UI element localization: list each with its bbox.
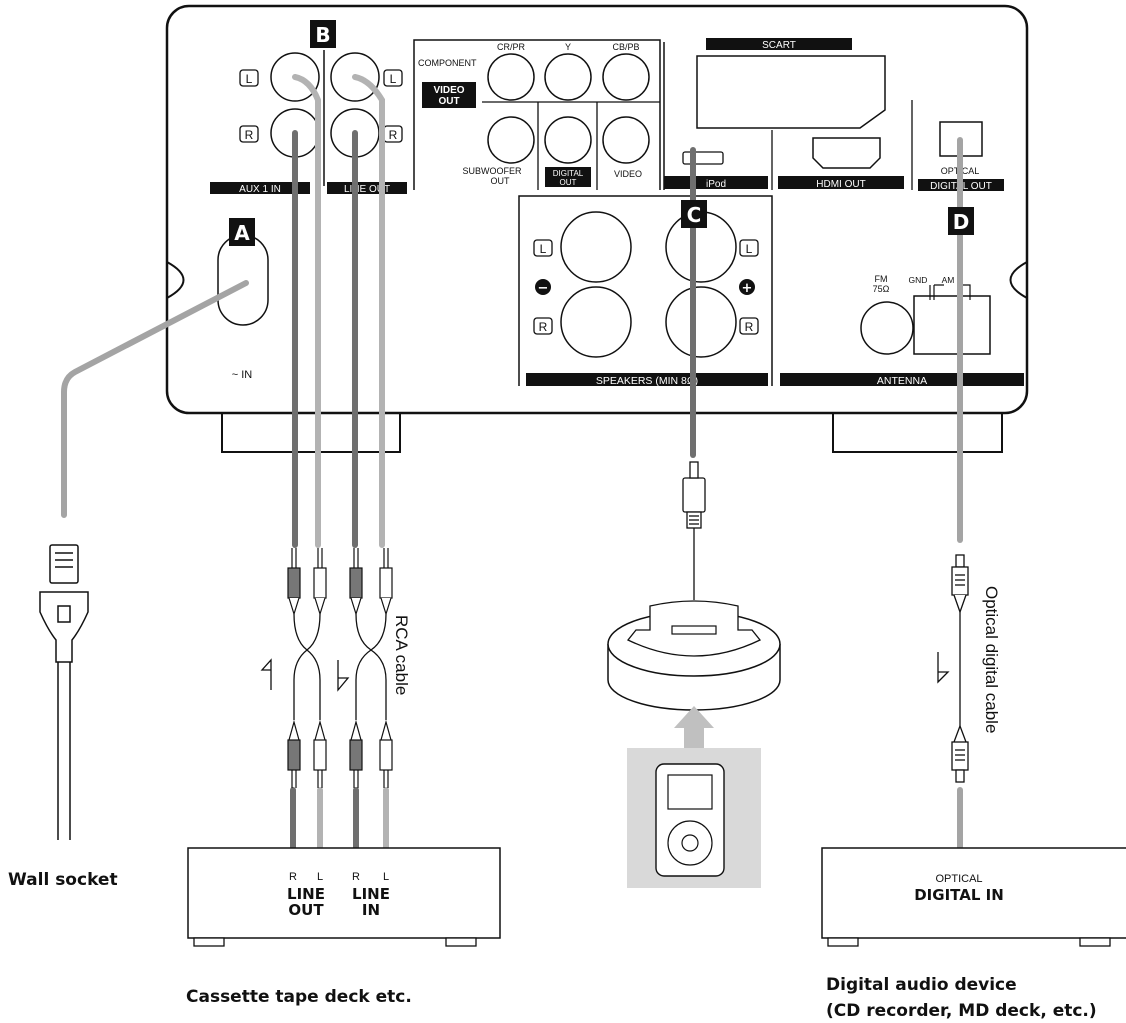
spk-R-left-badge: R [539, 320, 548, 334]
speaker-minus-R [560, 286, 632, 358]
aux-R-badge: R [245, 128, 254, 142]
video-section: COMPONENT CR/PR Y CB/PB VIDEO OUT SUBWOO… [413, 39, 661, 190]
arrow-up-icon [260, 658, 272, 690]
insert-arrow-icon [674, 706, 714, 748]
badge-B: B [315, 23, 330, 47]
aux-L-badge: L [246, 72, 253, 86]
lineout-R-badge: R [389, 128, 398, 142]
optical-cable-label: Optical digital cable [982, 586, 1001, 733]
ac-inlet [217, 234, 269, 326]
deck-line-in-2: IN [362, 901, 380, 919]
digital-out-label-1: DIGITAL [553, 169, 584, 178]
spk-L-left-badge: L [540, 242, 547, 256]
deck-line-out-1: LINE [287, 885, 325, 903]
digital-audio-device: OPTICAL DIGITAL IN [821, 847, 1126, 947]
deck-L-in: L [383, 871, 389, 883]
deck-L-out: L [317, 871, 323, 883]
cb-pb-jack [602, 53, 650, 101]
line-out-label: LINE OUT [344, 184, 390, 195]
badge-C: C [687, 203, 702, 227]
y-label: Y [565, 42, 571, 52]
digital-out-jack [544, 116, 592, 164]
cb-pb-label: CB/PB [612, 42, 639, 52]
digital-device-caption-1: Digital audio device [826, 975, 1017, 995]
ipod-dock [607, 461, 781, 888]
fm-ohm-label: 75Ω [873, 284, 890, 294]
subwoofer-label-1: SUBWOOFER [462, 166, 522, 176]
fm-label: FM [875, 274, 888, 284]
deck-R-in: R [352, 871, 360, 883]
ipod-port [682, 151, 724, 165]
aux1-in-label: AUX 1 IN [239, 184, 281, 195]
deck-line-out-2: OUT [288, 901, 324, 919]
video-label: VIDEO [614, 169, 642, 179]
subwoofer-jack [487, 116, 535, 164]
dig-in-label: DIGITAL IN [914, 886, 1004, 904]
rca-cable-label: RCA cable [392, 615, 411, 695]
aux-L-cable [292, 74, 321, 548]
hdmi-out-label: HDMI OUT [816, 179, 865, 190]
scart-connector [696, 55, 886, 129]
deck-R-out: R [289, 871, 297, 883]
am-label: AM [942, 275, 955, 285]
badge-A: A [234, 221, 250, 245]
power-cable [61, 280, 249, 518]
plus-icon: + [742, 281, 753, 296]
lineout-L-cable [352, 74, 385, 548]
speakers-section: L R L R − + SPEAKERS (MIN 8Ω) [518, 195, 773, 387]
video-out-label-2: OUT [438, 96, 459, 107]
speakers-label: SPEAKERS (MIN 8Ω) [596, 375, 698, 387]
scart-label: SCART [762, 40, 796, 51]
dig-optical-label: OPTICAL [935, 873, 982, 885]
ipod-label: iPod [706, 179, 726, 190]
digital-device-caption-2: (CD recorder, MD deck, etc.) [826, 1001, 1097, 1021]
y-jack [544, 53, 592, 101]
fm-jack [860, 301, 914, 355]
gnd-label: GND [909, 275, 928, 285]
video-jack [602, 116, 650, 164]
rca-cable-drawing: RCA cable [260, 548, 411, 788]
antenna-label: ANTENNA [877, 375, 927, 387]
badge-D: D [953, 210, 970, 234]
ac-in-label: ~ IN [232, 369, 253, 381]
digital-out-label-2: OUT [560, 178, 577, 187]
arrow-down-icon [337, 660, 350, 692]
aux-line-section: AUX 1 IN LINE OUT L R L R B [210, 20, 407, 195]
cassette-deck-caption: Cassette tape deck etc. [186, 987, 412, 1007]
spk-L-right-badge: L [746, 242, 753, 256]
optical-cable-drawing [937, 554, 969, 783]
cables [61, 74, 963, 861]
am-terminal [913, 295, 991, 355]
wall-socket-label: Wall socket [8, 870, 118, 890]
cr-pr-label: CR/PR [497, 42, 526, 52]
cr-pr-jack [487, 53, 535, 101]
speaker-plus-R [665, 286, 737, 358]
minus-icon: − [538, 281, 549, 296]
scart-section: SCART iPod HDMI OUT [663, 38, 913, 190]
subwoofer-label-2: OUT [491, 176, 511, 186]
lineout-L-badge: L [390, 72, 397, 86]
video-out-label-1: VIDEO [433, 85, 464, 96]
deck-line-in-1: LINE [352, 885, 390, 903]
spk-R-right-badge: R [745, 320, 754, 334]
component-label: COMPONENT [418, 58, 477, 68]
cassette-deck: R L R L LINE OUT LINE IN [187, 847, 501, 947]
hdmi-port [812, 137, 881, 169]
arrow-down-optical-icon [937, 652, 950, 684]
speaker-minus-L [560, 211, 632, 283]
power-plug [39, 544, 89, 840]
